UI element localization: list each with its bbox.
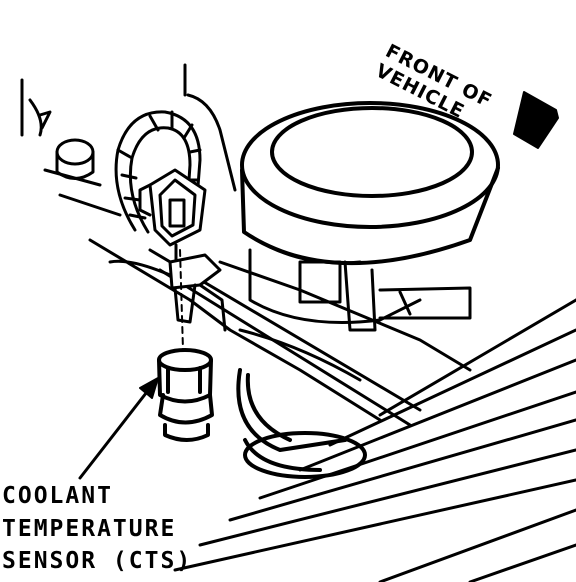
- install-axis: [179, 249, 184, 351]
- coolant-temperature-sensor: [157, 348, 214, 442]
- reservoir-cap: [43, 138, 122, 217]
- leader-arrow: [78, 377, 159, 480]
- sensor-connector: [138, 168, 207, 262]
- label-temperature-line: TEMPERATURE: [2, 516, 177, 542]
- sensor-bracket: [168, 253, 227, 332]
- fender-rails: [173, 298, 576, 582]
- air-cleaner: [240, 101, 500, 266]
- label-coolant-line: COOLANT: [2, 483, 113, 509]
- intake-runners: [88, 238, 472, 427]
- lower-housing: [236, 368, 367, 479]
- wiring-harness: [20, 63, 237, 234]
- label-sensor-line: SENSOR (CTS): [2, 548, 193, 574]
- front-direction-arrow: [513, 91, 559, 149]
